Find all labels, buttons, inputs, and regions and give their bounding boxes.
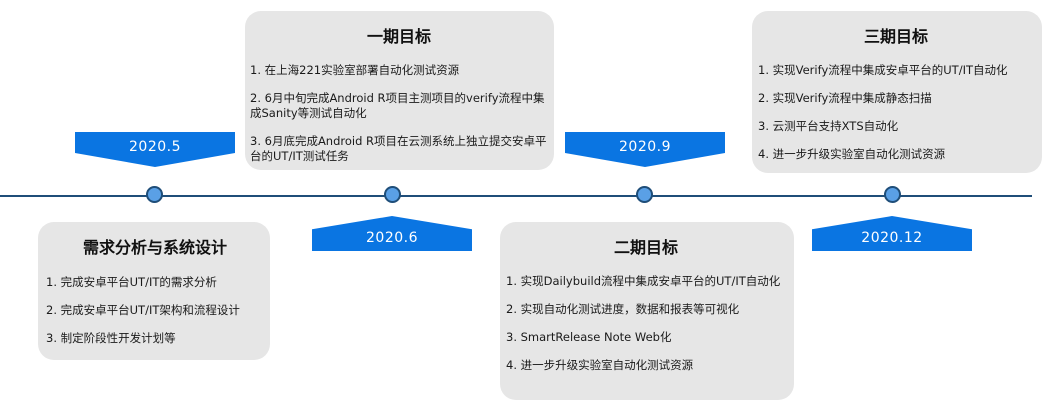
card-item-list: 1. 实现Dailybuild流程中集成安卓平台的UT/IT自动化 2. 实现自… <box>506 274 786 373</box>
card-item-list: 1. 完成安卓平台UT/IT的需求分析 2. 完成安卓平台UT/IT架构和流程设… <box>46 275 264 346</box>
timeline-dot-2020-5 <box>146 186 163 203</box>
milestone-tag-2020-12: 2020.12 <box>812 216 972 251</box>
milestone-date: 2020.9 <box>619 138 671 155</box>
phase3-card: 三期目标 1. 实现Verify流程中集成安卓平台的UT/IT自动化 2. 实现… <box>752 11 1042 173</box>
milestone-tag-2020-9: 2020.9 <box>565 132 725 167</box>
card-item-list: 1. 在上海221实验室部署自动化测试资源 2. 6月中旬完成Android R… <box>250 63 548 164</box>
card-title: 二期目标 <box>613 238 678 257</box>
milestone-date: 2020.12 <box>861 229 923 246</box>
phase2-card: 二期目标 1. 实现Dailybuild流程中集成安卓平台的UT/IT自动化 2… <box>500 222 794 400</box>
card-title: 一期目标 <box>366 27 431 46</box>
card-item: 2. 实现自动化测试进度，数据和报表等可视化 <box>506 302 740 316</box>
milestone-date: 2020.5 <box>129 138 181 155</box>
card-item: 1. 实现Dailybuild流程中集成安卓平台的UT/IT自动化 <box>506 274 781 288</box>
phase1-card: 一期目标 1. 在上海221实验室部署自动化测试资源 2. 6月中旬完成Andr… <box>245 11 554 170</box>
card-item: 3. SmartRelease Note Web化 <box>506 330 672 344</box>
card-item: 2. 完成安卓平台UT/IT架构和流程设计 <box>46 303 240 317</box>
card-item: 3. 制定阶段性开发计划等 <box>46 331 176 345</box>
card-title: 三期目标 <box>863 27 928 46</box>
card-item: 2. 6月中旬完成Android R项目主测项目的verify流程中集成Sani… <box>250 91 545 120</box>
milestone-tag-2020-6: 2020.6 <box>312 216 472 251</box>
timeline-dot-2020-12 <box>884 186 901 203</box>
card-item: 1. 在上海221实验室部署自动化测试资源 <box>250 63 460 77</box>
card-item-list: 1. 实现Verify流程中集成安卓平台的UT/IT自动化 2. 实现Verif… <box>758 63 1034 162</box>
timeline-axis <box>0 195 1032 197</box>
milestone-tag-2020-5: 2020.5 <box>75 132 235 167</box>
card-item: 3. 6月底完成Android R项目在云测系统上独立提交安卓平台的UT/IT测… <box>250 134 547 163</box>
card-item: 2. 实现Verify流程中集成静态扫描 <box>758 91 932 105</box>
milestone-date: 2020.6 <box>366 229 418 246</box>
timeline-dot-2020-6 <box>384 186 401 203</box>
requirements-card: 需求分析与系统设计 1. 完成安卓平台UT/IT的需求分析 2. 完成安卓平台U… <box>38 222 270 360</box>
card-item: 4. 进一步升级实验室自动化测试资源 <box>506 358 694 372</box>
card-title: 需求分析与系统设计 <box>82 238 227 257</box>
card-item: 1. 实现Verify流程中集成安卓平台的UT/IT自动化 <box>758 63 1008 77</box>
card-item: 1. 完成安卓平台UT/IT的需求分析 <box>46 275 217 289</box>
card-item: 4. 进一步升级实验室自动化测试资源 <box>758 147 946 161</box>
timeline-dot-2020-9 <box>636 186 653 203</box>
card-item: 3. 云测平台支持XTS自动化 <box>758 119 899 133</box>
